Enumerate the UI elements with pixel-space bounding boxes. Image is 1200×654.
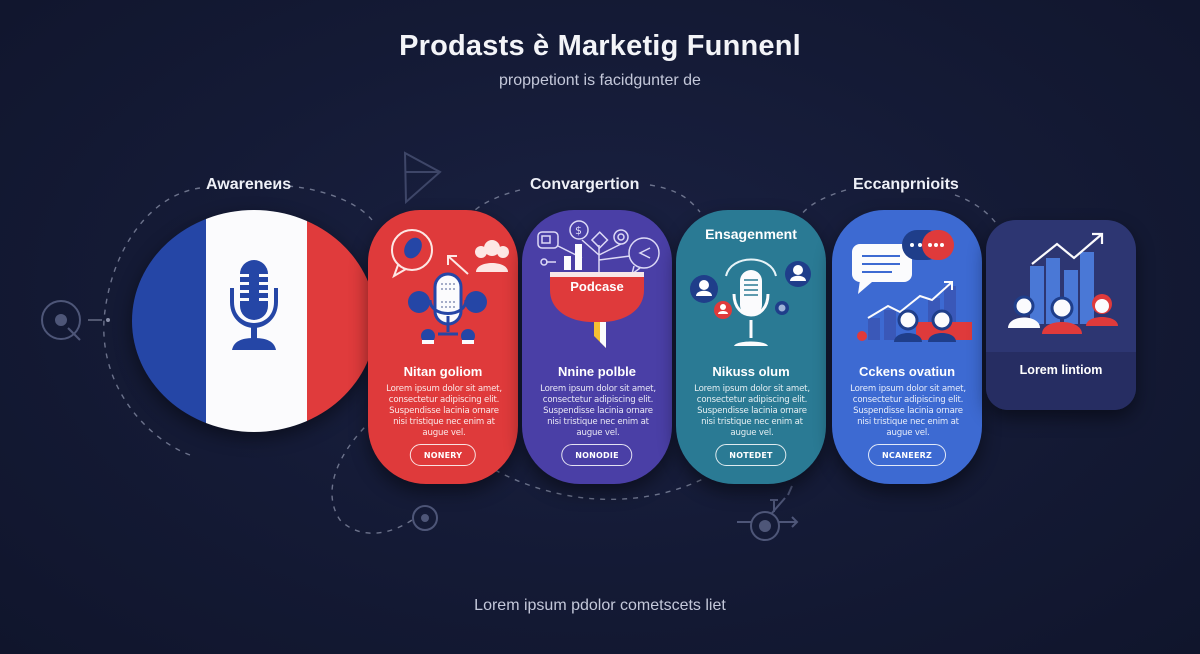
microphone-icon (732, 270, 770, 346)
video-icon (537, 231, 559, 249)
card-illustration (391, 229, 509, 344)
stage-label-awareness: Awareneиs (206, 176, 292, 193)
card-title: Cckens ovatiun (858, 364, 956, 379)
team-icon (894, 309, 972, 342)
brain-icon (775, 301, 789, 315)
funnel-card-engagement: Ensagenment Nikuss olum Lorem ipsum dolo… (676, 210, 826, 484)
card-button[interactable]: NOTEDET (715, 444, 787, 466)
card-title: Lorem lintiom (1019, 363, 1103, 377)
funnel-card-conversion: $ Podcase Nnine polble Lorem ipsum dolor… (522, 210, 672, 484)
card-title: Nitan goliom (403, 364, 483, 379)
chat-bubble-icon (852, 244, 912, 294)
paper-plane-icon (403, 151, 442, 205)
card-illustration: $ Podcase (537, 220, 660, 348)
flag-stripe-white (206, 210, 307, 432)
chat-bubble-icon (391, 229, 433, 279)
funnel-card-awareness: Nitan goliom Lorem ipsum dolor sit amet,… (368, 210, 518, 484)
stage-label-conclusion: Eccanprnioits (853, 176, 959, 193)
typing-bubble-icon (902, 230, 954, 260)
card-body: Lorem ipsum dolor sit amet, consectetur … (540, 384, 656, 438)
target-icon (412, 505, 438, 531)
card-body: Lorem ipsum dolor sit amet, consectetur … (386, 384, 502, 438)
target-icon (613, 229, 629, 245)
trend-up-icon (1031, 232, 1104, 265)
card-body: Lorem ipsum dolor sit amet, consectetur … (850, 384, 966, 438)
card-illustration (690, 258, 811, 346)
card-button[interactable]: NONODIE (561, 444, 633, 466)
diamond-icon (590, 231, 609, 249)
team-icon (1008, 294, 1118, 334)
speaker-icon (408, 291, 487, 313)
card-button[interactable]: NCANEERZ (868, 444, 946, 466)
user-icon (690, 275, 718, 303)
user-icon (714, 301, 732, 319)
card-footer (986, 352, 1136, 410)
podcast-badge: Podcase (570, 279, 623, 294)
microphone-icon (428, 272, 468, 336)
card-illustration (1008, 232, 1118, 334)
compass-icon (737, 485, 799, 541)
microphone-icon (230, 260, 278, 350)
card-title: Nnine polble (558, 364, 636, 379)
trend-up-icon (867, 281, 953, 319)
group-icon (475, 240, 509, 272)
funnel-card-conclusion: Cckens ovatiun Lorem ipsum dolor sit ame… (832, 210, 982, 484)
search-target-icon (41, 300, 110, 341)
share-icon (628, 237, 660, 276)
footer-text: Lorem ipsum pdolor cometscets liet (474, 597, 726, 614)
page-subtitle: proppetiont is facidgunter de (499, 72, 701, 89)
funnel-icon (550, 272, 644, 348)
dollar-icon: $ (569, 220, 589, 240)
arrow-up-icon (447, 255, 469, 275)
stage-label-conversion: Convargertion (530, 176, 640, 193)
card-button[interactable]: NONERY (409, 444, 477, 466)
card-title: Nikuss olum (712, 364, 790, 379)
stage-label-engagement: Ensagenment (705, 226, 797, 242)
listener-icon (421, 329, 475, 344)
svg-text:$: $ (575, 224, 582, 237)
user-icon (785, 261, 811, 287)
page-title: Prodasts è Marketig Funnenl (399, 30, 801, 62)
funnel-card-result: Lorem lintiom (986, 220, 1136, 410)
card-body: Lorem ipsum dolor sit amet, consectetur … (694, 384, 810, 438)
bar-chart-icon (564, 244, 582, 270)
card-illustration (852, 230, 972, 342)
